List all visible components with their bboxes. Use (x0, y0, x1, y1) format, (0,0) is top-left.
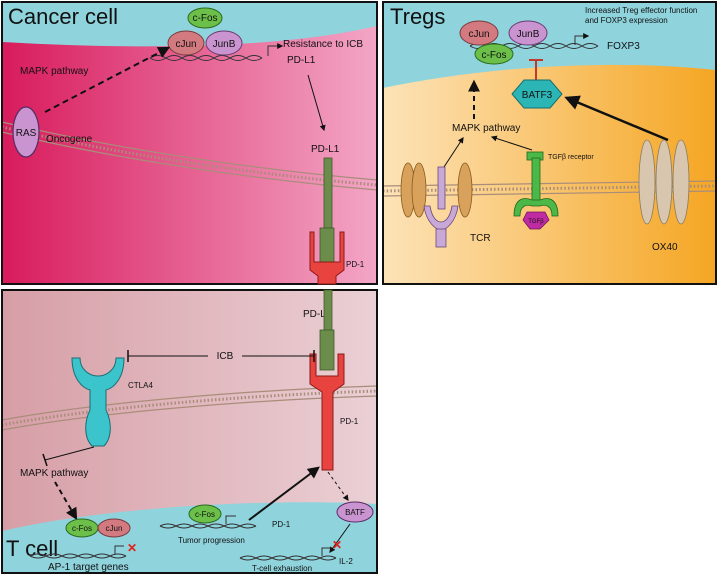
oncogene-label: Oncogene (46, 134, 93, 145)
batf-protein (336, 501, 374, 523)
svg-text:c-Fos: c-Fos (193, 13, 218, 24)
tcell-mapk-label: MAPK pathway (20, 468, 88, 479)
batf-to-il2-arrow (329, 523, 351, 553)
ox40-receptor (638, 139, 690, 225)
ctla4-receptor (71, 357, 125, 447)
tcr-label: TCR (470, 233, 491, 244)
svg-text:cJun: cJun (468, 29, 489, 40)
svg-text:cJun: cJun (175, 39, 196, 50)
pd1-receptor-lower (309, 353, 345, 471)
cancer-promoter-arrow (267, 43, 284, 56)
svg-text:JunB: JunB (517, 29, 540, 40)
svg-text:TGFβ: TGFβ (528, 219, 544, 225)
tcell-pdl1-label: PD-L1 (303, 309, 332, 320)
treg-cjun (459, 20, 499, 46)
pd1-label-top: PD-1 (346, 260, 365, 269)
cancer-cell-panel: Cancer cell c-Fos cJun JunB Resistance t… (1, 1, 378, 285)
ras-protein (12, 106, 40, 158)
ap1-block-x: ✕ (127, 541, 137, 555)
pdl1-protein-lower (319, 289, 335, 371)
pdl1-protein-upper (319, 157, 335, 269)
cancer-cjun (167, 30, 205, 56)
cancer-cfos (187, 7, 223, 29)
tregs-panel: Tregs Increased Treg effector function a… (382, 1, 717, 285)
tcell-cjun (97, 518, 131, 538)
pdl1-protein-label: PD-L1 (311, 144, 340, 155)
treg-junb (508, 20, 548, 46)
treg-promoter-arrow (574, 33, 590, 45)
exhaustion-label: T-cell exhaustion (252, 564, 312, 573)
pdl1-translation-arrow (307, 74, 326, 132)
svg-text:c-Fos: c-Fos (72, 524, 92, 533)
treg-mapk-label: MAPK pathway (452, 123, 520, 134)
svg-text:JunB: JunB (213, 39, 236, 50)
tgfb-receptor (513, 151, 559, 217)
treg-cfos (474, 43, 514, 65)
cancer-mapk-label: MAPK pathway (20, 66, 88, 77)
resistance-label: Resistance to ICB (283, 39, 363, 50)
icb-label: ICB (217, 351, 234, 362)
tcr-complex (400, 162, 473, 248)
pd1-gene-label: PD-1 (272, 520, 291, 529)
treg-nucleus (383, 2, 716, 88)
ctla4-inhibition (44, 446, 95, 461)
tgfb-to-mapk-arrow (490, 135, 533, 151)
svg-text:c-Fos: c-Fos (195, 510, 215, 519)
svg-text:BATF: BATF (345, 508, 365, 517)
tcell-pd1-label: PD-1 (340, 417, 359, 426)
t-cell-panel: T cell PD-L1 PD-1 ICB CTLA4 MAPK pathway… (1, 289, 378, 574)
cancer-mapk-arrow (44, 46, 171, 113)
cancer-dna (149, 55, 263, 61)
ox40-to-batf3-arrow (564, 95, 669, 142)
svg-text:BATF3: BATF3 (522, 90, 553, 101)
pd1-receptor-top (309, 231, 345, 285)
ox40-label: OX40 (652, 242, 678, 253)
ctla4-label: CTLA4 (128, 381, 153, 390)
batf3-protein (511, 79, 563, 109)
cancer-nucleus (2, 2, 377, 47)
svg-text:cJun: cJun (106, 524, 123, 533)
tgfb-ligand (522, 211, 550, 230)
tcell-cfos-2 (188, 504, 222, 524)
tumor-progression-label: Tumor progression (178, 536, 245, 545)
svg-text:c-Fos: c-Fos (482, 50, 507, 61)
pdl1-gene-label: PD-L1 (287, 55, 316, 66)
ap1-label: AP-1 target genes (48, 562, 129, 573)
pd1-gene-to-receptor-arrow (248, 466, 320, 521)
tregs-title: Tregs (390, 4, 445, 29)
foxp3-label: FOXP3 (607, 41, 640, 52)
cancer-junb (205, 30, 243, 56)
il2-label: IL-2 (339, 557, 353, 566)
tcell-mapk-arrow (54, 481, 78, 521)
il2-block-x: ✕ (332, 538, 342, 552)
cancer-cell-title: Cancer cell (8, 4, 118, 29)
icb-blockade (127, 350, 315, 362)
tgfb-receptor-label: TGFβ receptor (548, 154, 594, 161)
treg-note-line2: and FOXP3 expression (585, 16, 668, 25)
treg-note-line1: Increased Treg effector function (585, 6, 697, 15)
svg-text:RAS: RAS (16, 128, 37, 139)
tcr-to-mapk-arrow (441, 136, 464, 171)
